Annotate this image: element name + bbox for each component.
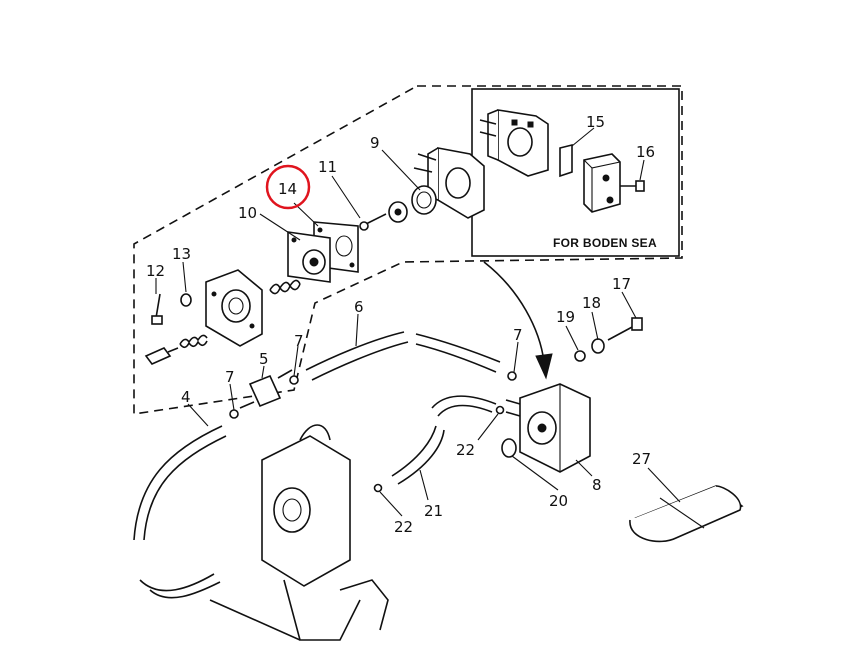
leader-lines <box>155 127 681 517</box>
pump-cover-9 <box>413 147 485 219</box>
clip-7c <box>507 371 517 381</box>
callout-18: 18 <box>582 294 601 312</box>
boden-sea-inset-label: FOR BODEN SEA <box>553 236 657 250</box>
clip-22b <box>373 483 383 493</box>
callout-27: 27 <box>632 450 651 468</box>
highlight-circle-14 <box>265 164 311 210</box>
hose-21-upper <box>431 395 497 417</box>
clip-7b <box>289 375 299 385</box>
callout-10: 10 <box>238 204 257 222</box>
screw-11 <box>359 201 408 231</box>
callout-13: 13 <box>172 245 191 263</box>
hose-4 <box>133 425 227 541</box>
washer-19 <box>574 350 586 362</box>
callout-6: 6 <box>354 298 364 316</box>
sleeve-27 <box>629 485 744 543</box>
callout-11: 11 <box>318 158 337 176</box>
callout-7-mid: 7 <box>294 332 304 350</box>
assembly-dashed-boundary <box>133 85 683 415</box>
diaphragm-plate-10 <box>287 231 331 283</box>
callout-7-left: 7 <box>225 368 235 386</box>
callout-4: 4 <box>181 388 191 406</box>
hose-6b <box>415 333 501 373</box>
callout-5: 5 <box>259 350 269 368</box>
callout-12: 12 <box>146 262 165 280</box>
callout-9: 9 <box>370 134 380 152</box>
callout-15: 15 <box>586 113 605 131</box>
clip-7a <box>229 409 239 419</box>
o-ring-20 <box>501 438 517 458</box>
inset-gasket-15 <box>559 143 573 178</box>
bolt-17 <box>607 317 643 341</box>
hose-21 <box>391 425 445 485</box>
callout-14: 14 <box>278 180 297 198</box>
callout-19: 19 <box>556 308 575 326</box>
callout-20: 20 <box>549 492 568 510</box>
fuel-pump-8 <box>505 383 591 473</box>
pump-body-left <box>205 269 263 347</box>
callout-17: 17 <box>612 275 631 293</box>
washer-18 <box>591 338 605 354</box>
clip-22a <box>495 405 505 415</box>
inset-pump-body <box>479 109 549 177</box>
check-valve <box>144 347 179 365</box>
carburetor <box>209 424 389 641</box>
hose-6 <box>305 331 409 381</box>
spring <box>269 279 301 295</box>
callout-22-left: 22 <box>394 518 413 536</box>
callout-8: 8 <box>592 476 602 494</box>
inset-block-16 <box>583 153 645 213</box>
callout-16: 16 <box>636 143 655 161</box>
hose-4-lower <box>139 573 221 599</box>
callout-22-right: 22 <box>456 441 475 459</box>
diaphragm-9 <box>411 185 437 215</box>
assembly-arrow <box>483 261 553 380</box>
check-spring <box>179 334 208 349</box>
fuel-filter-5 <box>239 369 293 409</box>
washer-13 <box>180 293 192 307</box>
callout-7-right: 7 <box>513 326 523 344</box>
bolt-12 <box>151 293 163 325</box>
callout-21: 21 <box>424 502 443 520</box>
